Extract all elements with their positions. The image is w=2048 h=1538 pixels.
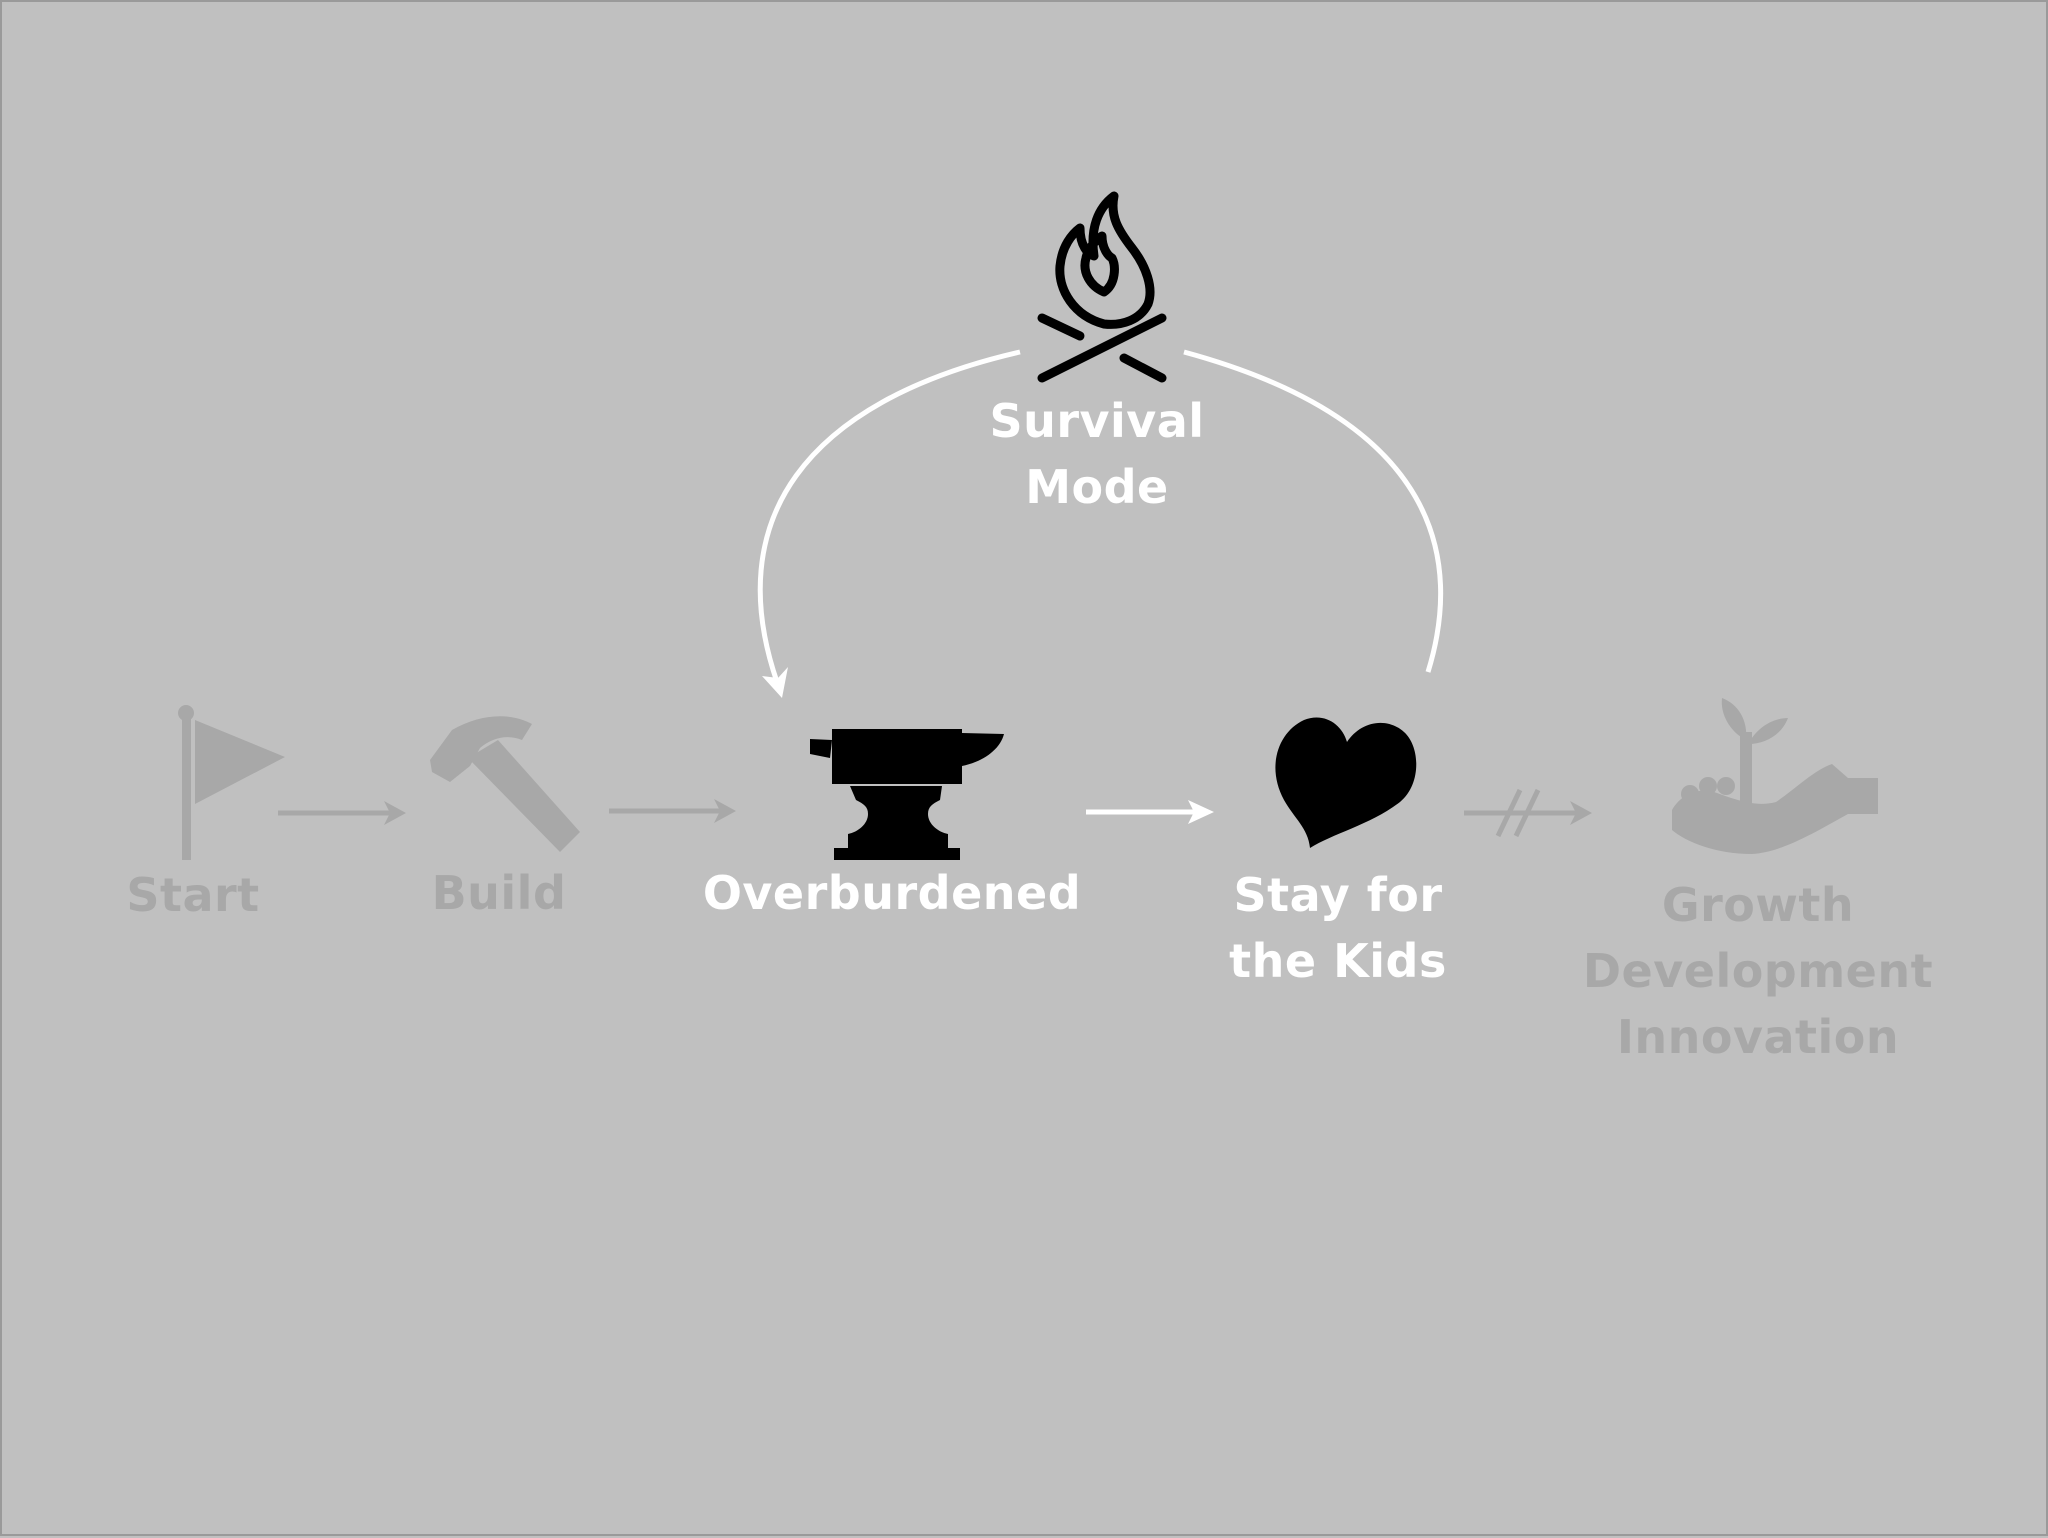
curved-arrow-stay-to-survival xyxy=(1183,349,1444,673)
growth-label-line-2: Development xyxy=(1582,944,1934,998)
arrow-start-to-build xyxy=(278,801,406,825)
node-label-overburdened: Overburdened xyxy=(702,866,1082,920)
node-label-growth: Growth Development Innovation xyxy=(1568,872,1948,1070)
arrow-stay-to-growth-blocked xyxy=(1464,788,1592,838)
arrow-overburdened-to-stay xyxy=(1086,800,1214,824)
anvil-icon xyxy=(810,729,1004,860)
flag-icon xyxy=(178,705,285,860)
survival-label-line-2: Mode xyxy=(1025,460,1169,514)
node-label-stay-for-the-kids: Stay for the Kids xyxy=(1188,862,1488,994)
node-label-survival-mode: Survival Mode xyxy=(947,388,1247,520)
hammer-icon xyxy=(430,716,580,852)
campfire-icon xyxy=(1037,191,1167,383)
growth-label-line-3: Innovation xyxy=(1616,1010,1900,1064)
arrow-build-to-overburdened xyxy=(609,799,736,823)
heart-icon xyxy=(1275,717,1417,848)
curved-arrow-survival-to-overburdened xyxy=(757,349,1021,698)
node-label-start: Start xyxy=(126,868,260,922)
growth-label-line-1: Growth xyxy=(1661,878,1855,932)
hand-sprout-icon xyxy=(1672,698,1878,854)
stay-label-line-2: the Kids xyxy=(1229,934,1447,988)
survival-label-line-1: Survival xyxy=(989,394,1205,448)
stay-label-line-1: Stay for xyxy=(1233,868,1443,922)
node-label-build: Build xyxy=(431,866,567,920)
